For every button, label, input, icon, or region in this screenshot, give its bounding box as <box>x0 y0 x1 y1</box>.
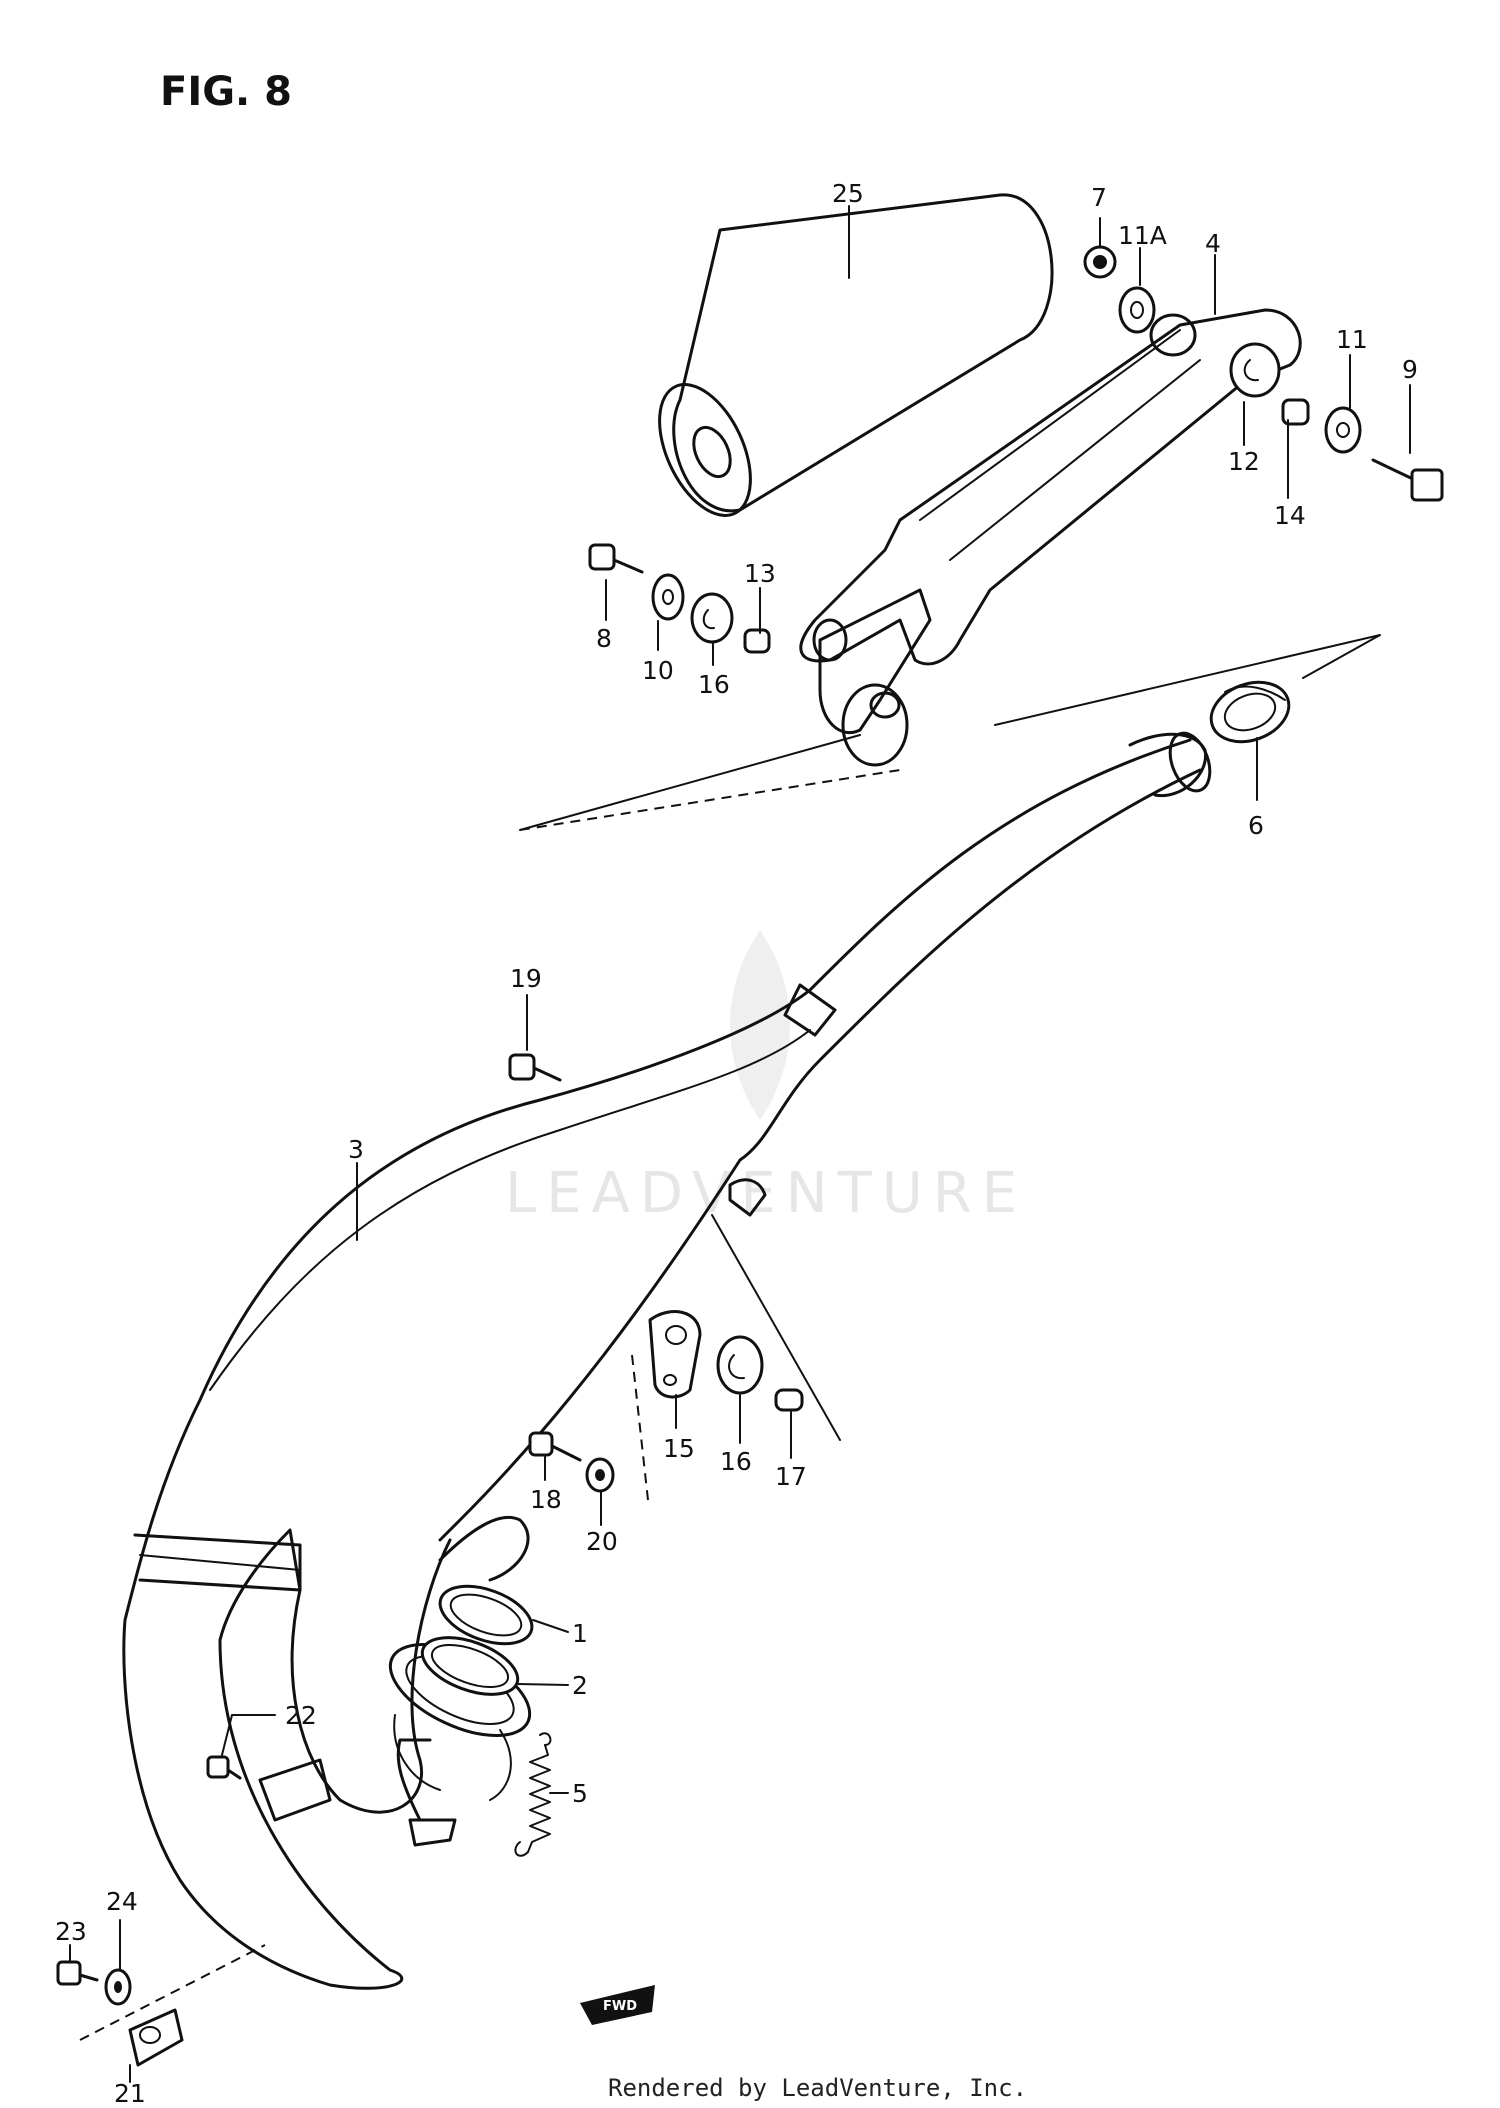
callout-22: 21 <box>114 2079 146 2108</box>
muffler-body-part-4 <box>799 308 1302 767</box>
callout-4: 4 <box>1205 229 1221 258</box>
expansion-chamber-part-3 <box>122 731 1212 1990</box>
callout-2: 2 <box>572 1671 588 1700</box>
bolt-part-20 <box>508 1053 562 1082</box>
callout-9: 9 <box>1402 355 1418 384</box>
nut-part-7 <box>1083 245 1117 279</box>
callout-25: 25 <box>832 179 864 208</box>
muffler-cover-part-25 <box>658 193 1054 517</box>
callout-10: 10 <box>642 656 674 685</box>
grommet-part-12 <box>690 592 734 644</box>
callout-13: 12 <box>1228 447 1260 476</box>
washer-part-11a <box>1118 286 1156 334</box>
leader-lines <box>69 205 1411 2083</box>
washer-part-21 <box>585 1457 615 1493</box>
washer-part-24 <box>104 1968 132 2006</box>
callout-3: 3 <box>348 1135 364 1164</box>
washer-part-10 <box>651 573 685 621</box>
callout-23-upper: 22 <box>285 1701 317 1730</box>
callout-18: 17 <box>775 1462 807 1491</box>
watermark-text: LEADVENTURE <box>505 1161 1027 1226</box>
callout-1: 1 <box>572 1619 588 1648</box>
callout-11a: 11A <box>1118 221 1167 250</box>
bolt-part-19 <box>528 1431 582 1462</box>
fwd-label: FWD <box>603 1999 637 2014</box>
callout-6: 6 <box>1248 811 1264 840</box>
gasket-part-1 <box>438 1584 534 1646</box>
joint-part-6 <box>1209 680 1291 744</box>
callout-11: 11 <box>1336 325 1368 354</box>
spring-part-5 <box>514 1732 552 1857</box>
collar-part-15 <box>1281 398 1310 426</box>
callout-12: 16 <box>698 670 730 699</box>
watermark: LEADVENTURE <box>505 930 1027 1226</box>
callout-8: 8 <box>596 624 612 653</box>
callout-14: 13 <box>744 559 776 588</box>
bolt-part-8 <box>588 543 644 574</box>
grommet-part-17 <box>716 1335 764 1395</box>
callout-21: 20 <box>586 1527 618 1556</box>
callout-16: 15 <box>663 1434 695 1463</box>
gasket-part-2 <box>420 1636 520 1696</box>
figure-title: FIG. 8 <box>160 69 292 115</box>
grommet-part-13 <box>1229 342 1281 398</box>
callout-7: 7 <box>1091 183 1107 212</box>
bolt-part-23-lower <box>56 1960 99 1986</box>
collar-part-18 <box>774 1388 804 1412</box>
washer-part-11 <box>1324 406 1362 454</box>
bolt-part-23-upper <box>206 1755 242 1780</box>
fwd-arrow-icon: FWD <box>580 1985 655 2025</box>
callout-labels: 25 7 11A 4 11 9 12 14 13 8 10 16 6 19 3 … <box>55 179 1418 2108</box>
render-credit: Rendered by LeadVenture, Inc. <box>608 2074 1027 2102</box>
callout-15: 14 <box>1274 501 1306 530</box>
callout-24: 24 <box>106 1887 138 1916</box>
callout-17: 16 <box>720 1447 752 1476</box>
callout-23-lower: 23 <box>55 1917 87 1946</box>
callout-19: 18 <box>530 1485 562 1514</box>
callout-20: 19 <box>510 964 542 993</box>
collar-part-14 <box>743 628 771 654</box>
bracket-part-22 <box>128 2008 184 2067</box>
callout-5: 5 <box>572 1779 588 1808</box>
bolt-part-9 <box>1371 458 1444 502</box>
bracket-part-16 <box>648 1310 702 1399</box>
